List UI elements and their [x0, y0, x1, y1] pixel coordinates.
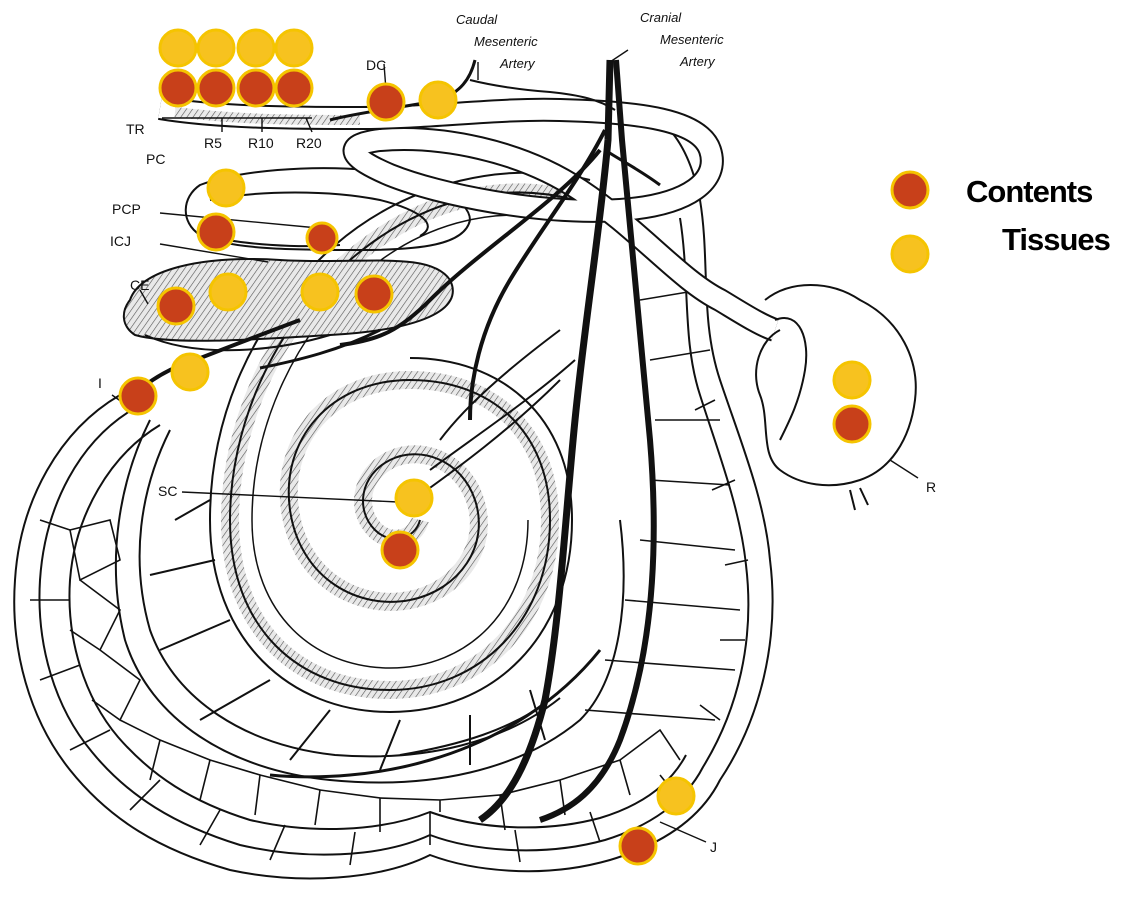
legend-contents-swatch: [892, 172, 928, 208]
tissue-dot-tr-2: [198, 30, 234, 66]
label-j: J: [710, 839, 717, 855]
content-dot-ce-2: [356, 276, 392, 312]
label-caudal-2: Mesenteric: [474, 34, 538, 49]
label-cranial-1: Cranial: [640, 10, 682, 25]
tissue-dot-sc: [396, 480, 432, 516]
tissue-dot-i: [172, 354, 208, 390]
label-i: I: [98, 375, 102, 391]
rectum: [756, 285, 916, 510]
label-ce: CE: [130, 277, 149, 293]
content-dot-sc: [382, 532, 418, 568]
spiral-colon: [210, 173, 590, 712]
label-dc: DC: [366, 57, 386, 73]
label-cranial-2: Mesenteric: [660, 32, 724, 47]
label-r5: R5: [204, 135, 222, 151]
tissue-dot-ce-1: [210, 274, 246, 310]
label-cranial-3: Artery: [679, 54, 716, 69]
content-dot-j: [620, 828, 656, 864]
content-dot-r: [834, 406, 870, 442]
label-pc: PC: [146, 151, 165, 167]
tissue-dot-ce-2: [302, 274, 338, 310]
legend-tissues-label: Tissues: [1002, 222, 1110, 257]
tissue-dot-tr-3: [238, 30, 274, 66]
tissue-dot-j: [658, 778, 694, 814]
content-dot-dc: [368, 84, 404, 120]
tissue-dot-dc: [420, 82, 456, 118]
label-tr: TR: [126, 121, 145, 137]
content-dot-pcp: [198, 214, 234, 250]
content-dot-ce-1: [158, 288, 194, 324]
label-caudal-1: Caudal: [456, 12, 498, 27]
tissue-dot-pc: [208, 170, 244, 206]
label-caudal-3: Artery: [499, 56, 536, 71]
label-r: R: [926, 479, 936, 495]
legend: Contents Tissues: [892, 172, 1110, 272]
legend-tissues-swatch: [892, 236, 928, 272]
content-dot-icj: [307, 223, 337, 253]
label-pcp: PCP: [112, 201, 141, 217]
label-r10: R10: [248, 135, 274, 151]
label-icj: ICJ: [110, 233, 131, 249]
tissue-dot-tr-1: [160, 30, 196, 66]
legend-contents-label: Contents: [966, 174, 1092, 209]
label-sc: SC: [158, 483, 177, 499]
content-dot-tr-2: [198, 70, 234, 106]
label-r20: R20: [296, 135, 322, 151]
content-dot-tr-4: [276, 70, 312, 106]
tissue-dot-r: [834, 362, 870, 398]
content-dot-i: [120, 378, 156, 414]
content-dot-tr-1: [160, 70, 196, 106]
content-dot-tr-3: [238, 70, 274, 106]
tissue-dot-tr-4: [276, 30, 312, 66]
